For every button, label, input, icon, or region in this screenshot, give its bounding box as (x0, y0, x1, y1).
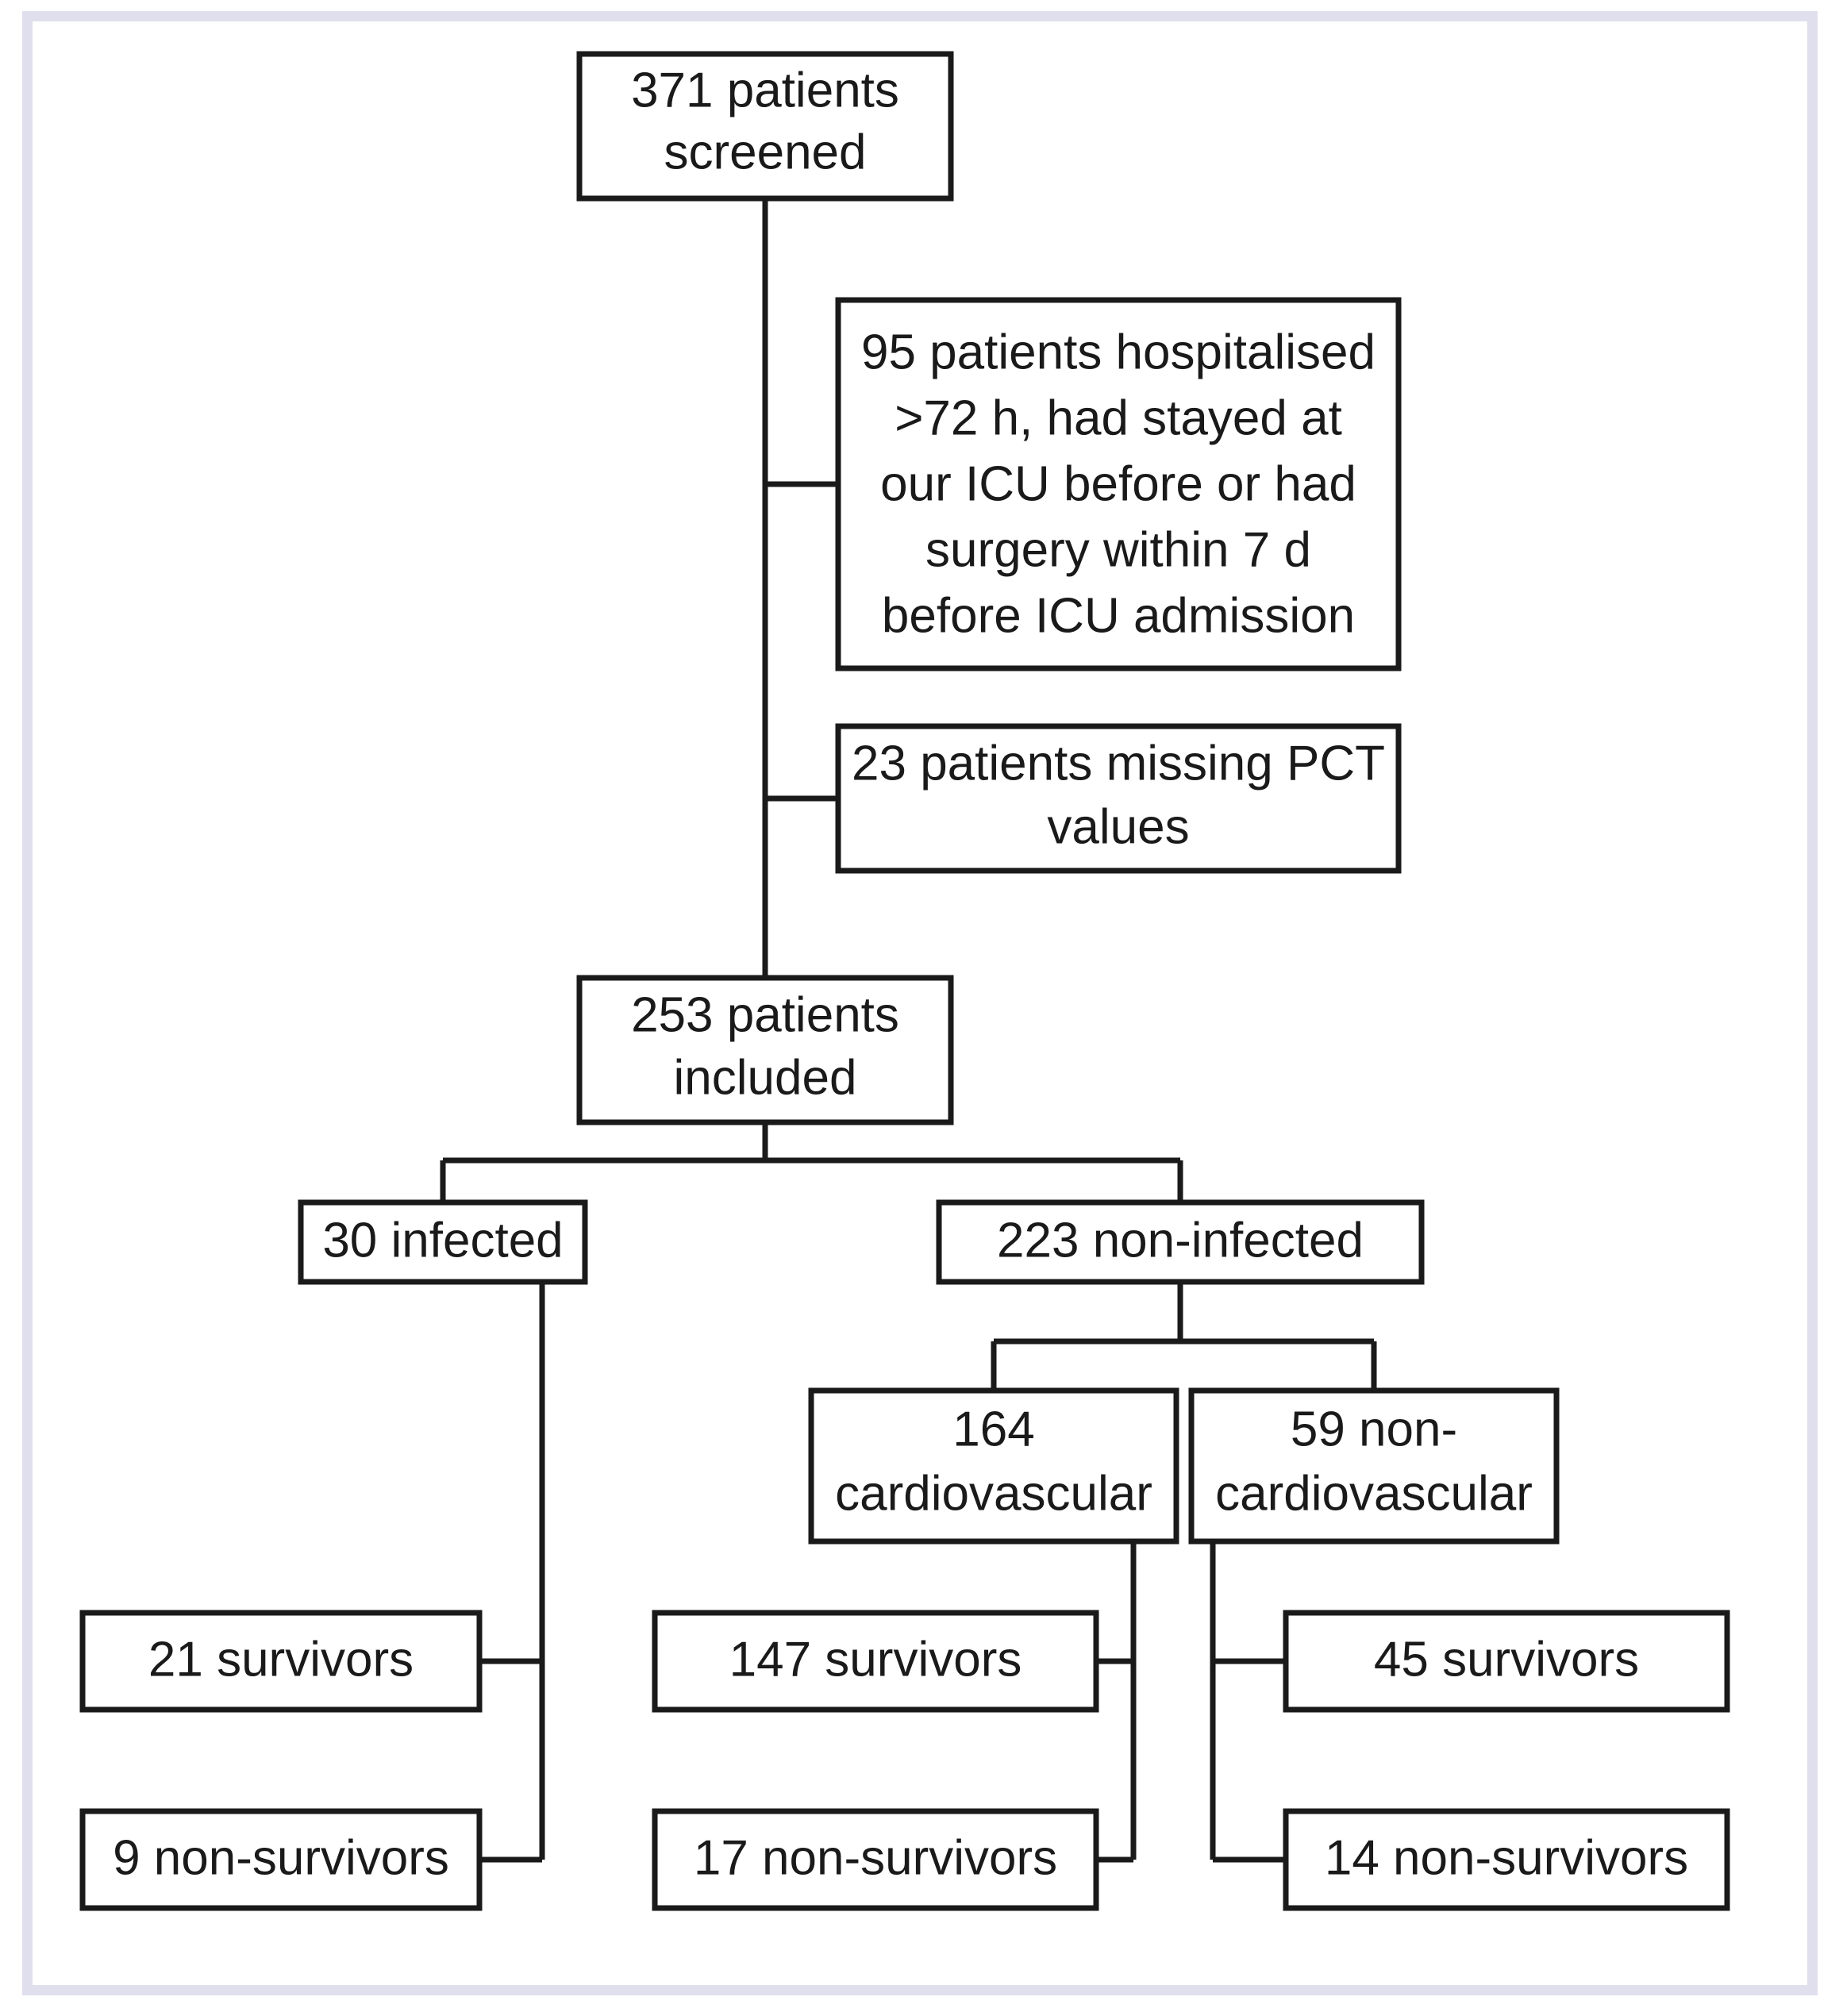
node-excluded-hospitalised[interactable]: 95 patients hospitalised >72 h, had stay… (835, 297, 1402, 671)
node-excluded-hospitalised-line2: >72 h, had stayed at (895, 391, 1342, 445)
node-infected-label: 30 infected (322, 1213, 563, 1268)
node-infected-survivors[interactable]: 21 survivors (79, 1610, 483, 1713)
node-infected-survivors-label: 21 survivors (148, 1632, 414, 1687)
node-cardiovascular-survivors[interactable]: 147 survivors (652, 1610, 1099, 1713)
node-cardiovascular-non-survivors[interactable]: 17 non-survivors (652, 1808, 1099, 1911)
node-non-cardiovascular-survivors[interactable]: 45 survivors (1283, 1610, 1730, 1713)
node-non-cardiovascular-line2: cardiovascular (1215, 1466, 1533, 1521)
node-cardiovascular-line2: cardiovascular (835, 1466, 1152, 1521)
node-excluded-hospitalised-line5: before ICU admission (882, 588, 1355, 643)
node-included[interactable]: 253 patients included (576, 975, 954, 1125)
node-excluded-pct[interactable]: 23 patients missing PCT values (835, 723, 1402, 874)
node-excluded-hospitalised-line3: our ICU before or had (880, 456, 1356, 511)
node-non-infected[interactable]: 223 non-infected (936, 1199, 1425, 1285)
node-non-cardiovascular-line1: 59 non- (1291, 1402, 1457, 1456)
node-excluded-pct-line2: values (1047, 799, 1189, 854)
node-included-line1: 253 patients (631, 987, 899, 1042)
node-screened[interactable]: 371 patients screened (576, 51, 954, 202)
node-non-cardiovascular-non-survivors[interactable]: 14 non-survivors (1283, 1808, 1730, 1911)
node-infected-non-survivors-label: 9 non-survivors (113, 1830, 449, 1885)
node-non-infected-label: 223 non-infected (997, 1213, 1364, 1268)
node-non-cardiovascular[interactable]: 59 non- cardiovascular (1188, 1387, 1560, 1545)
node-infected-non-survivors[interactable]: 9 non-survivors (79, 1808, 483, 1911)
node-non-cardiovascular-survivors-label: 45 survivors (1374, 1632, 1639, 1687)
node-screened-line2: screened (664, 125, 866, 179)
node-non-cardiovascular-non-survivors-label: 14 non-survivors (1325, 1830, 1688, 1885)
node-cardiovascular[interactable]: 164 cardiovascular (808, 1387, 1179, 1545)
node-excluded-pct-line1: 23 patients missing PCT (852, 736, 1385, 791)
node-cardiovascular-line1: 164 (952, 1402, 1034, 1456)
node-screened-line1: 371 patients (631, 63, 899, 117)
node-infected[interactable]: 30 infected (298, 1199, 588, 1285)
node-excluded-hospitalised-line4: surgery within 7 d (925, 522, 1311, 577)
node-cardiovascular-survivors-label: 147 survivors (729, 1632, 1022, 1687)
node-excluded-hospitalised-line1: 95 patients hospitalised (861, 325, 1376, 379)
node-included-line2: included (674, 1050, 857, 1105)
node-cardiovascular-non-survivors-label: 17 non-survivors (694, 1830, 1057, 1885)
